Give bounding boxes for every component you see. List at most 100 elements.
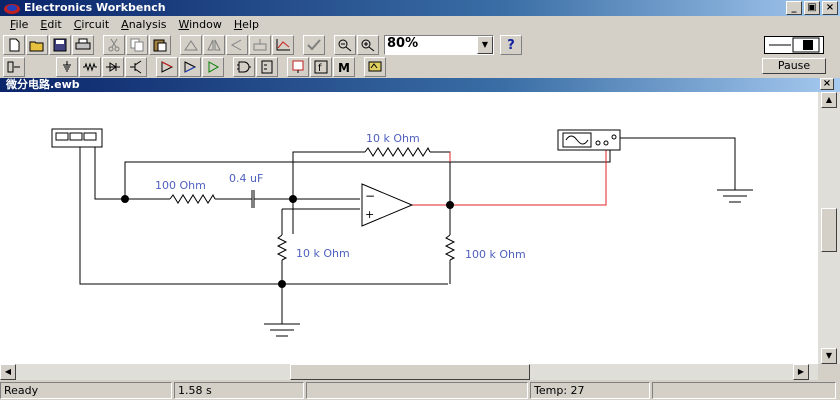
menu-help-key: H bbox=[233, 18, 243, 31]
check-button[interactable] bbox=[303, 35, 325, 55]
open-file-button[interactable] bbox=[26, 35, 48, 55]
paste-button[interactable] bbox=[149, 35, 171, 55]
capacitor[interactable] bbox=[248, 190, 258, 208]
digital-ics-bin-button[interactable] bbox=[202, 57, 224, 77]
scroll-right-arrow-icon[interactable]: ▶ bbox=[793, 364, 809, 380]
power-switch-icon bbox=[769, 37, 820, 53]
zoom-select[interactable]: 80% ▼ bbox=[384, 35, 494, 55]
print-button[interactable] bbox=[72, 35, 94, 55]
svg-text:M: M bbox=[338, 61, 350, 74]
analog-ics-bin-button[interactable] bbox=[156, 57, 178, 77]
op-amp[interactable]: − + bbox=[361, 183, 414, 227]
open-folder-icon bbox=[29, 41, 44, 52]
transistors-bin-button[interactable] bbox=[125, 57, 147, 77]
horizontal-scroll-thumb[interactable] bbox=[290, 364, 530, 380]
menu-analysis-label: nalysis bbox=[128, 18, 167, 31]
menu-edit[interactable]: Edit bbox=[34, 16, 67, 34]
flip-horizontal-icon bbox=[207, 39, 221, 51]
input-resistor[interactable] bbox=[169, 193, 216, 204]
capacitor-label: 0.4 uF bbox=[229, 172, 263, 185]
vertical-scrollbar[interactable]: ▲ ▼ bbox=[818, 92, 840, 364]
graph-icon bbox=[276, 39, 290, 51]
basic-bin-button[interactable] bbox=[79, 57, 101, 77]
logic-gates-bin-button[interactable] bbox=[233, 57, 255, 77]
feedback-resistor[interactable] bbox=[364, 146, 431, 157]
component-properties-icon bbox=[253, 39, 267, 51]
opamp-icon bbox=[161, 61, 174, 73]
circuit-canvas[interactable]: 100 Ohm 0.4 uF 10 k Ohm − + 10 k Ohm 100… bbox=[0, 92, 818, 364]
vertical-scroll-thumb[interactable] bbox=[821, 208, 837, 252]
menu-file[interactable]: File bbox=[4, 16, 34, 34]
opamp-minus-sign: − bbox=[365, 189, 375, 203]
scroll-left-arrow-icon[interactable]: ◀ bbox=[0, 364, 16, 380]
menu-analysis[interactable]: Analysis bbox=[115, 16, 172, 34]
restore-button[interactable]: ▣ bbox=[804, 1, 820, 15]
status-empty bbox=[306, 382, 528, 399]
miscellaneous-bin-button[interactable]: M bbox=[333, 57, 355, 77]
status-time: 1.58 s bbox=[174, 382, 304, 399]
copy-button[interactable] bbox=[126, 35, 148, 55]
input-resistor-label: 100 Ohm bbox=[155, 179, 206, 192]
instrument-icon bbox=[368, 61, 382, 72]
sources-bin-button[interactable] bbox=[56, 57, 78, 77]
ground-symbol-1[interactable] bbox=[264, 323, 300, 337]
probe-wires bbox=[410, 142, 607, 206]
new-file-button[interactable] bbox=[3, 35, 25, 55]
scissors-icon bbox=[108, 38, 120, 52]
cut-button[interactable] bbox=[103, 35, 125, 55]
schematic: 100 Ohm 0.4 uF 10 k Ohm − + 10 k Ohm 100… bbox=[51, 128, 753, 337]
zoom-out-icon bbox=[338, 39, 352, 52]
sources-icon bbox=[63, 61, 71, 72]
power-switch[interactable] bbox=[764, 36, 824, 54]
menu-window[interactable]: Window bbox=[172, 16, 227, 34]
rotate-button[interactable] bbox=[180, 35, 202, 55]
scroll-down-arrow-icon[interactable]: ▼ bbox=[821, 348, 837, 364]
horizontal-scrollbar[interactable]: ◀ ▶ bbox=[0, 364, 818, 380]
mixed-ics-bin-button[interactable] bbox=[179, 57, 201, 77]
zoom-out-button[interactable] bbox=[334, 35, 356, 55]
digital-bin-button[interactable] bbox=[256, 57, 278, 77]
ground-symbol-2[interactable] bbox=[717, 189, 753, 203]
checkmark-icon bbox=[307, 39, 321, 51]
document-close-button[interactable]: × bbox=[820, 78, 834, 90]
app-title: Electronics Workbench bbox=[24, 1, 166, 14]
resistor-icon bbox=[83, 62, 97, 72]
zoom-in-button[interactable] bbox=[357, 35, 379, 55]
help-button[interactable]: ? bbox=[500, 35, 522, 55]
window-controls: _ ▣ × bbox=[786, 1, 838, 15]
load-resistor-label: 100 k Ohm bbox=[465, 248, 526, 261]
instruments-bin-button[interactable] bbox=[364, 57, 386, 77]
copy-icon bbox=[130, 38, 144, 52]
transistor-icon bbox=[130, 60, 142, 74]
controls-bin-button[interactable]: f bbox=[310, 57, 332, 77]
diodes-bin-button[interactable] bbox=[102, 57, 124, 77]
indicator-icon bbox=[292, 60, 304, 73]
function-generator[interactable] bbox=[51, 128, 103, 148]
scroll-up-arrow-icon[interactable]: ▲ bbox=[821, 92, 837, 108]
menu-circuit[interactable]: Circuit bbox=[68, 16, 115, 34]
load-resistor[interactable] bbox=[444, 234, 456, 261]
menu-file-key: F bbox=[10, 18, 16, 31]
wires bbox=[79, 137, 736, 324]
feedback-resistor-label: 10 k Ohm bbox=[366, 132, 420, 145]
document-title: 微分电路.ewb bbox=[6, 78, 80, 91]
flip-vertical-button[interactable] bbox=[226, 35, 248, 55]
bias-resistor[interactable] bbox=[276, 234, 288, 261]
component-properties-button[interactable] bbox=[249, 35, 271, 55]
oscilloscope[interactable] bbox=[557, 129, 621, 151]
main-toolbar: 80% ▼ ? bbox=[0, 34, 523, 56]
menu-help[interactable]: Help bbox=[228, 16, 265, 34]
status-temperature: Temp: 27 bbox=[530, 382, 650, 399]
graph-button[interactable] bbox=[272, 35, 294, 55]
pause-button[interactable]: Pause bbox=[762, 58, 826, 74]
close-button[interactable]: × bbox=[822, 1, 838, 15]
menu-edit-label: dit bbox=[47, 18, 62, 31]
minimize-button[interactable]: _ bbox=[786, 1, 802, 15]
save-button[interactable] bbox=[49, 35, 71, 55]
zoom-dropdown-arrow-icon[interactable]: ▼ bbox=[477, 36, 493, 54]
zoom-in-icon bbox=[361, 39, 375, 52]
flip-horizontal-button[interactable] bbox=[203, 35, 225, 55]
menu-help-label: elp bbox=[242, 18, 259, 31]
parts-favorites-button[interactable] bbox=[3, 57, 25, 77]
indicators-bin-button[interactable] bbox=[287, 57, 309, 77]
